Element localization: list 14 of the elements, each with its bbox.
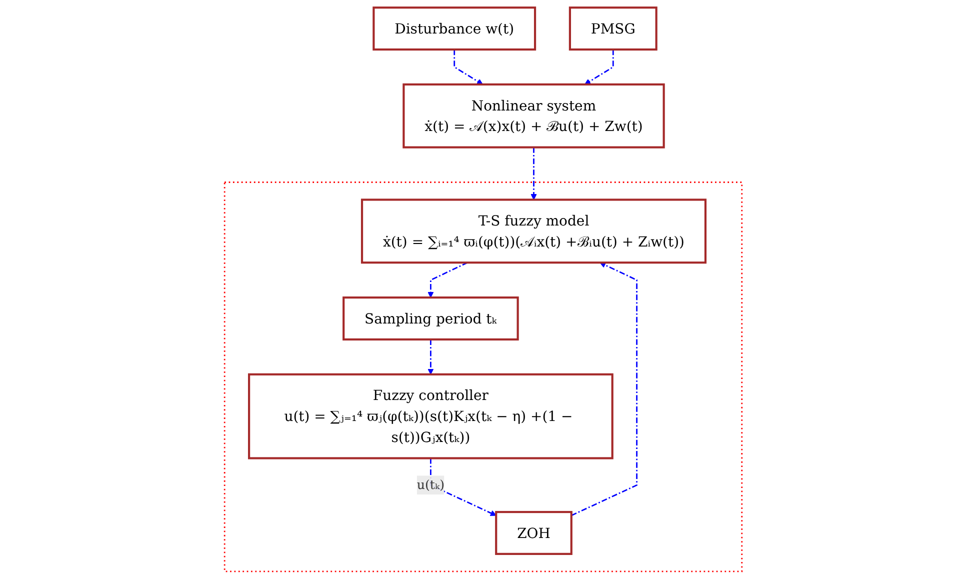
node-box: T-S fuzzy model ẋ(t) = ∑ᵢ₌₁⁴ ϖᵢ(φ(t))(𝒜ᵢx(t) +ℬᵢu(t) + Zᵢw(t))	[360, 198, 706, 264]
arrow	[584, 50, 614, 85]
node-box: Fuzzy controller u(t) = ∑ⱼ₌₁⁴ ϖⱼ(φ(tₖ))(s(t)Kⱼx(tₖ − η) +(1 − s(t))Gⱼx(tₖ))	[248, 373, 614, 460]
node-box: Nonlinear system ẋ(t) = 𝒜(x)x(t) + ℬu(t) + Zw(t)	[402, 83, 665, 148]
node-box: Disturbance w(t)	[372, 6, 536, 51]
arrow	[570, 262, 638, 516]
node-box: ZOH	[494, 510, 572, 555]
edge-label: u(tₖ)	[416, 478, 444, 492]
arrow	[427, 339, 434, 375]
arrow	[427, 262, 468, 298]
arrow	[453, 50, 483, 85]
node-box: PMSG	[568, 6, 658, 51]
node-box: Sampling period tₖ	[342, 296, 519, 340]
arrow	[530, 147, 537, 200]
